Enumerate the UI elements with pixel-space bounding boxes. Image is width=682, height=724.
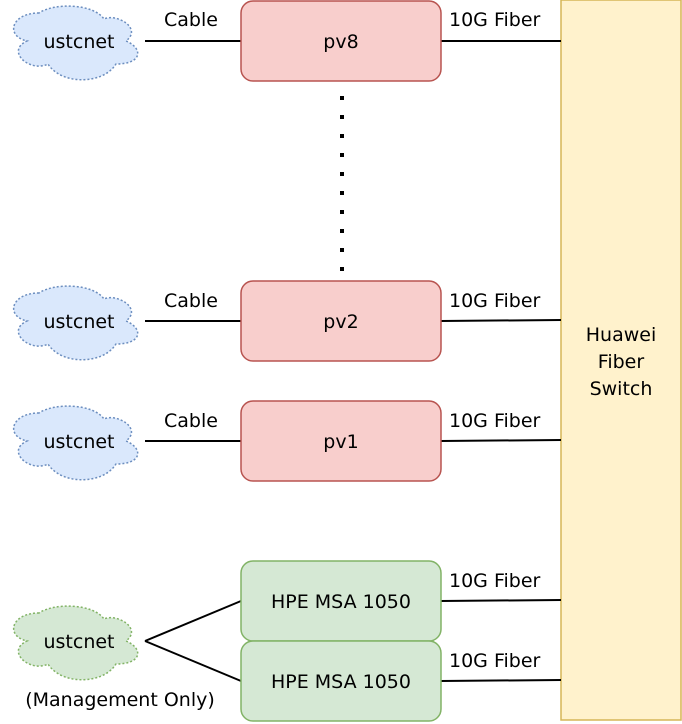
fiber-label-pv2: 10G Fiber: [449, 290, 541, 312]
server-row-pv1: ustcnet Cable pv1 10G Fiber: [12, 400, 562, 482]
server-label-pv8: pv8: [323, 31, 358, 53]
server-label-pv2: pv2: [323, 311, 358, 333]
switch-label-line-2: Fiber: [598, 351, 645, 373]
fiber-line-msa-b: [440, 679, 562, 682]
server-row-pv2: ustcnet Cable pv2 10G Fiber: [12, 280, 562, 362]
cloud-label-pv1: ustcnet: [43, 431, 114, 453]
server-box-pv1[interactable]: [240, 400, 442, 482]
server-box-pv8[interactable]: [240, 0, 442, 82]
fiber-label-msa-a: 10G Fiber: [449, 570, 541, 592]
storage-label-msa-b: HPE MSA 1050: [271, 671, 411, 693]
switch-box: [560, 0, 682, 721]
server-label-pv1: pv1: [323, 431, 358, 453]
fiber-label-msa-b: 10G Fiber: [449, 650, 541, 672]
cable-label-pv8: Cable: [164, 9, 218, 31]
fiber-line-pv1: [440, 439, 562, 442]
cloud-label-pv2: ustcnet: [43, 311, 114, 333]
huawei-fiber-switch[interactable]: Huawei Fiber Switch: [560, 0, 682, 721]
cable-label-pv1: Cable: [164, 410, 218, 432]
storage-section: ustcnet (Management Only) HPE MSA 1050 1…: [12, 560, 562, 722]
switch-label-line-1: Huawei: [586, 324, 656, 346]
server-box-pv2[interactable]: [240, 280, 442, 362]
fiber-line-msa-a: [440, 599, 562, 602]
cable-label-pv2: Cable: [164, 290, 218, 312]
management-cloud-label: ustcnet: [43, 631, 114, 653]
mgmt-line-msa-a: [144, 600, 242, 642]
fiber-label-pv1: 10G Fiber: [449, 410, 541, 432]
storage-label-msa-a: HPE MSA 1050: [271, 591, 411, 613]
fiber-label-pv8: 10G Fiber: [449, 9, 541, 31]
switch-label-line-3: Switch: [590, 378, 653, 400]
management-note: (Management Only): [25, 689, 215, 711]
storage-box-msa-b[interactable]: [240, 640, 442, 722]
fiber-line-pv2: [440, 319, 562, 322]
cloud-label-pv8: ustcnet: [43, 31, 114, 53]
server-row-pv8: ustcnet Cable pv8 10G Fiber: [12, 0, 561, 82]
mgmt-line-msa-b: [144, 640, 242, 682]
